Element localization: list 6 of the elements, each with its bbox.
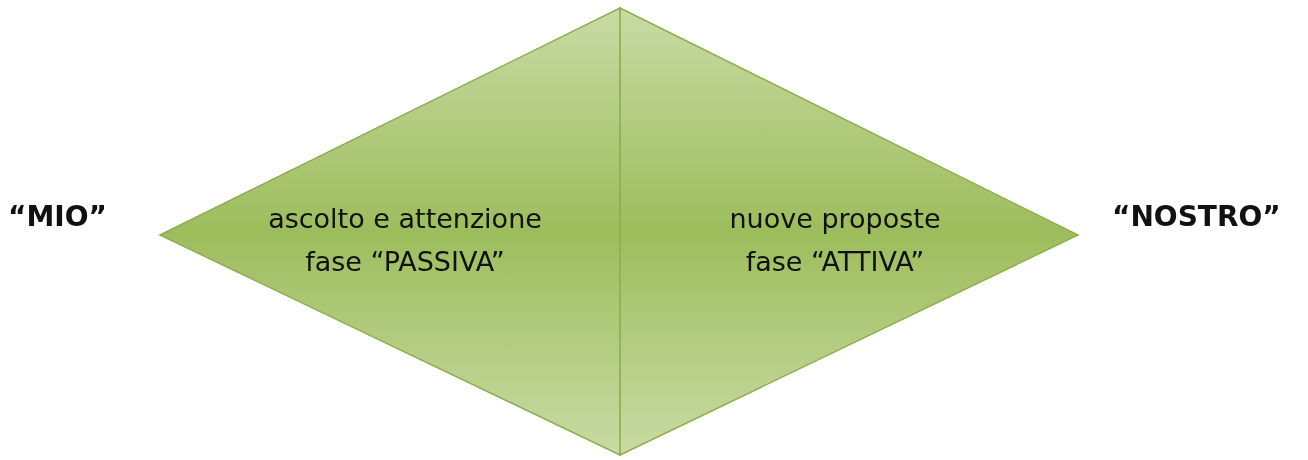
side-label: “MIO” (8, 200, 107, 233)
node-text: ascolto e attenzione (267, 203, 543, 234)
node-text: fase “ATTIVA” (744, 246, 926, 277)
node-text: fase “PASSIVA” (304, 246, 506, 277)
node-text: nuove proposte (728, 203, 942, 234)
side-label: “NOSTRO” (1112, 200, 1281, 233)
